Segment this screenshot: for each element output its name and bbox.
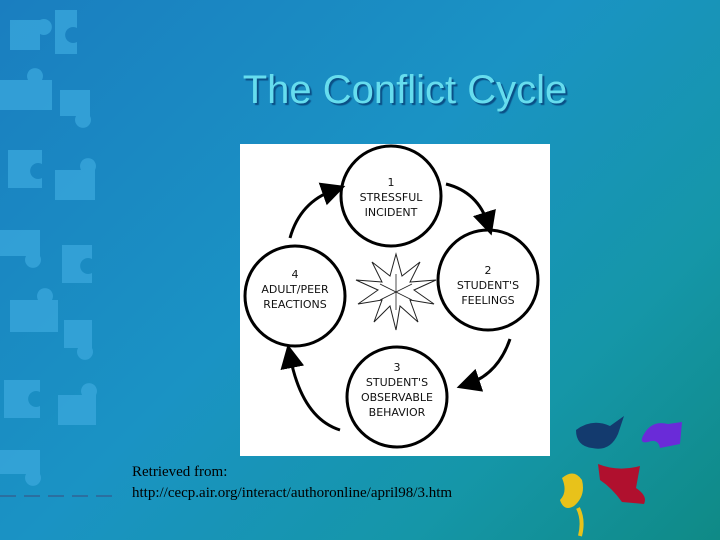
dashed-line-decoration [0,495,120,497]
node-3-line-2: OBSERVABLE [361,391,433,404]
node-3-line-1: STUDENT'S [366,376,428,389]
arrow-1-to-2 [445,182,496,236]
arrow-4-to-1 [288,182,346,239]
cycle-node-1: 1 STRESSFUL INCIDENT [339,144,443,248]
source-caption: Retrieved from: http://cecp.air.org/inte… [132,462,552,504]
cycle-node-2: 2 STUDENT'S FEELINGS [436,228,540,332]
node-2-line-2: FEELINGS [461,294,514,307]
caption-url: http://cecp.air.org/interact/authoronlin… [132,485,453,501]
cycle-node-3: 3 STUDENT'S OBSERVABLE BEHAVIOR [345,345,449,449]
conflict-cycle-diagram: 1 STRESSFUL INCIDENT 2 STUDENT'S FEELING… [240,144,550,456]
node-1-number: 1 [388,176,395,189]
arrow-3-to-4 [280,344,341,432]
decorative-shapes [560,416,682,537]
node-1-line-1: STRESSFUL [360,191,424,204]
puzzle-pieces-decoration [0,10,97,486]
node-4-line-2: REACTIONS [263,298,326,311]
node-3-number: 3 [394,361,401,374]
cycle-arrows [280,182,512,432]
slide-title: The Conflict Cycle [242,68,568,112]
center-starburst [355,252,437,331]
node-3-line-3: BEHAVIOR [369,406,426,419]
arrow-2-to-3 [456,338,512,392]
node-4-line-1: ADULT/PEER [261,283,329,296]
cycle-node-4: 4 ADULT/PEER REACTIONS [243,244,347,348]
caption-label: Retrieved from: [132,464,228,480]
node-4-number: 4 [292,268,299,281]
node-2-line-1: STUDENT'S [457,279,519,292]
node-1-line-2: INCIDENT [365,206,418,219]
node-2-number: 2 [485,264,492,277]
